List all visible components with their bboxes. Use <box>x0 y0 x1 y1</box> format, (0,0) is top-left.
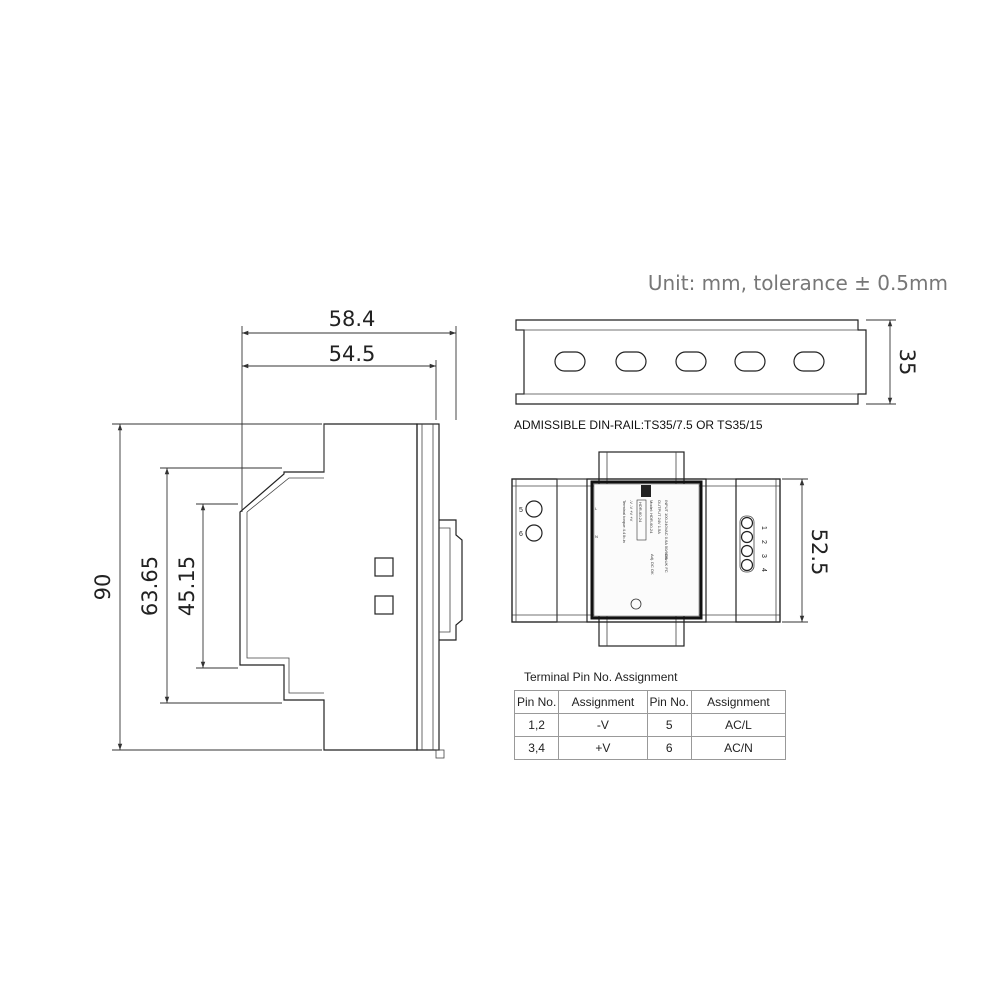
svg-text:58.4: 58.4 <box>329 307 376 331</box>
svg-text:2: 2 <box>760 540 767 544</box>
din-rail-caption: ADMISSIBLE DIN-RAIL:TS35/7.5 OR TS35/15 <box>514 418 763 432</box>
svg-text:L: L <box>595 506 598 511</box>
table-cell: 3,4 <box>513 736 560 760</box>
svg-text:1: 1 <box>760 526 767 530</box>
svg-text:CE UK FC: CE UK FC <box>664 554 669 573</box>
pin-table-title: Terminal Pin No. Assignment <box>524 670 678 684</box>
terminal-screw-6 <box>525 524 543 542</box>
terminal-screw-2 <box>740 530 754 544</box>
din-rail <box>515 319 867 405</box>
svg-text:Terminal torque 4.4 lb-in: Terminal torque 4.4 lb-in <box>622 500 627 543</box>
header-assignment: Assignment <box>690 690 787 714</box>
svg-text:N: N <box>595 534 598 539</box>
svg-text:-V -V +V +V: -V -V +V +V <box>629 500 634 522</box>
svg-text:90: 90 <box>91 574 115 601</box>
table-cell: AC/N <box>690 736 787 760</box>
dim-rail-height: 35 <box>866 319 919 405</box>
table-cell: -V <box>558 713 648 737</box>
svg-text:63.65: 63.65 <box>138 556 162 616</box>
svg-text:Adj. DC OK: Adj. DC OK <box>650 554 655 575</box>
svg-text:54.5: 54.5 <box>329 342 376 366</box>
table-cell: 1,2 <box>513 713 560 737</box>
table-row: 3,4 +V 6 AC/N <box>513 736 787 760</box>
header-pin-no: Pin No. <box>513 690 560 714</box>
table-header-row: Pin No. Assignment Pin No. Assignment <box>513 690 787 714</box>
side-window-top <box>374 557 394 577</box>
svg-text:3: 3 <box>760 554 767 558</box>
header-pin-no: Pin No. <box>646 690 692 714</box>
table-cell: AC/L <box>690 713 787 737</box>
pin-assignment-table: Pin No. Assignment Pin No. Assignment 1,… <box>513 690 787 760</box>
table-cell: 5 <box>646 713 692 737</box>
dim-height-front: 45.15 <box>175 503 238 669</box>
svg-text:5: 5 <box>519 507 523 514</box>
svg-text:35: 35 <box>895 349 919 376</box>
terminal-screw-3 <box>740 544 754 558</box>
pin-assignment-section: Terminal Pin No. Assignment Pin No. Assi… <box>513 670 787 760</box>
dim-width-overall: 58.4 <box>241 307 457 512</box>
svg-text:INPUT 100-240VAC 0.6A 50/60Hz: INPUT 100-240VAC 0.6A 50/60Hz <box>664 500 669 561</box>
dim-width-body: 54.5 <box>242 342 437 420</box>
terminal-screw-1 <box>740 516 754 530</box>
table-row: 1,2 -V 5 AC/L <box>513 713 787 737</box>
terminal-screw-5 <box>525 500 543 518</box>
svg-text:Model: HDR-60-24: Model: HDR-60-24 <box>649 500 654 534</box>
top-view: INPUT 100-240VAC 0.6A 50/60Hz OUTPUT 24V… <box>511 451 781 647</box>
dim-height-step: 63.65 <box>138 467 282 704</box>
dim-height-overall: 90 <box>91 423 322 751</box>
side-window-bottom <box>374 595 394 615</box>
table-cell: +V <box>558 736 648 760</box>
header-assignment: Assignment <box>558 690 648 714</box>
svg-text:4: 4 <box>760 568 767 572</box>
unit-note: Unit: mm, tolerance ± 0.5mm <box>648 271 948 295</box>
svg-text:52.5: 52.5 <box>807 529 831 576</box>
table-cell: 6 <box>646 736 692 760</box>
terminal-screw-4 <box>740 558 754 572</box>
svg-text:45.15: 45.15 <box>175 556 199 616</box>
side-view <box>239 423 463 759</box>
svg-text:6: 6 <box>519 531 523 538</box>
svg-text:OUTPUT 24V 1.5A: OUTPUT 24V 1.5A <box>657 500 662 534</box>
dim-depth: 52.5 <box>782 478 831 623</box>
svg-text:HDR-60-24: HDR-60-24 <box>638 502 643 523</box>
